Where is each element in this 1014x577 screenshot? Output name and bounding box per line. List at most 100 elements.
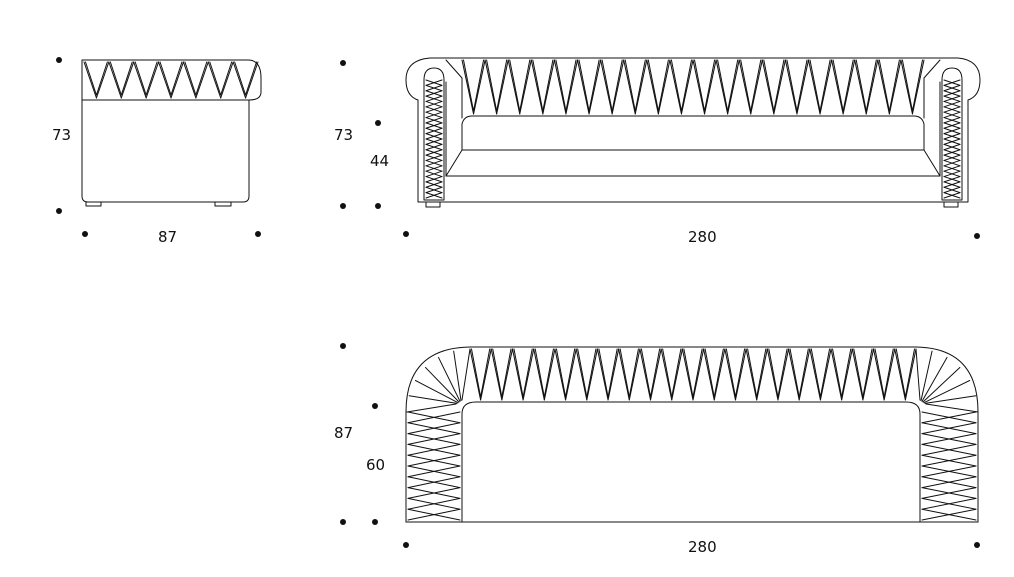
quilt-line xyxy=(425,176,443,183)
quilt-line xyxy=(704,59,717,115)
quilt-line xyxy=(533,348,545,401)
quilt-line xyxy=(507,59,521,115)
quilt-line xyxy=(407,497,461,510)
quilt-line xyxy=(923,380,971,404)
quilt-line xyxy=(921,411,977,424)
quilt-line xyxy=(554,348,567,401)
quilt-line xyxy=(883,348,894,398)
side-depth-label: 87 xyxy=(158,228,177,246)
quilt-line xyxy=(862,348,875,401)
quilt-line xyxy=(808,59,821,115)
quilt-line xyxy=(925,403,979,413)
quilt-line xyxy=(671,348,683,401)
quilt-line xyxy=(911,59,925,115)
quilt-line xyxy=(855,59,867,112)
quilt-line xyxy=(453,350,462,402)
quilt-line xyxy=(819,348,832,401)
quilt-line xyxy=(704,348,715,398)
quilt-line xyxy=(943,176,961,183)
quilt-line xyxy=(750,59,762,112)
quilt-line xyxy=(623,59,636,115)
front-view-left-arm-front xyxy=(423,67,445,201)
quilt-line xyxy=(463,59,475,112)
quilt-line xyxy=(145,61,160,99)
front-view-seat-edge-left xyxy=(445,149,463,177)
quilt-line xyxy=(669,59,682,115)
quilt-line xyxy=(874,348,885,398)
quilt-line xyxy=(943,111,961,119)
quilt-line xyxy=(170,61,184,99)
top-width-label: 280 xyxy=(688,538,717,556)
quilt-line xyxy=(182,61,197,99)
quilt-line xyxy=(640,348,652,398)
quilt-line xyxy=(662,348,673,398)
quilt-line xyxy=(788,348,800,401)
quilt-line xyxy=(694,59,706,112)
quilt-line xyxy=(683,348,694,398)
quilt-line xyxy=(943,186,961,194)
top-view-seat-outline xyxy=(461,401,921,523)
side-view-body-outline xyxy=(81,59,262,203)
quilt-line xyxy=(624,59,636,112)
quilt-line xyxy=(650,348,661,398)
quilt-line xyxy=(789,348,800,398)
quilt-line xyxy=(756,348,767,398)
quilt-line xyxy=(832,348,843,398)
quilt-line xyxy=(490,348,503,401)
quilt-line xyxy=(425,95,443,102)
quilt-line xyxy=(245,61,259,99)
quilt-line xyxy=(575,348,588,401)
quilt-line xyxy=(611,59,625,115)
quilt-line xyxy=(425,79,443,86)
quilt-line xyxy=(943,117,961,124)
quilt-line xyxy=(407,411,461,424)
quilt-line xyxy=(646,59,659,115)
quilt-line xyxy=(904,348,917,401)
quilt-line xyxy=(108,61,122,99)
quilt-line xyxy=(796,59,809,115)
quilt-line xyxy=(408,395,458,404)
quilt-line xyxy=(492,348,503,398)
quilt-line xyxy=(660,348,673,401)
quilt-line xyxy=(407,487,461,499)
quilt-line xyxy=(480,348,492,401)
quilt-line xyxy=(532,59,544,112)
quilt-line xyxy=(943,149,961,156)
quilt-line xyxy=(425,138,443,145)
quilt-line xyxy=(921,497,977,510)
quilt-line xyxy=(120,61,133,96)
quilt-line xyxy=(406,403,457,413)
quilt-line xyxy=(681,348,694,401)
quilt-line xyxy=(522,348,533,398)
quilt-line xyxy=(865,59,879,115)
quilt-line xyxy=(159,61,172,96)
front-height-label: 73 xyxy=(334,126,353,144)
quilt-line xyxy=(784,59,798,115)
dimension-marker xyxy=(403,231,409,237)
dimension-marker xyxy=(56,208,62,214)
quilt-line xyxy=(725,348,736,398)
quilt-line xyxy=(680,59,692,112)
dimension-marker xyxy=(82,231,88,237)
quilt-line xyxy=(832,59,844,112)
quilt-line xyxy=(809,348,821,401)
quilt-line xyxy=(522,348,535,401)
dimension-marker xyxy=(974,233,980,239)
quilt-line xyxy=(565,59,578,115)
quilt-line xyxy=(921,454,977,467)
quilt-line xyxy=(109,61,122,96)
dimension-marker xyxy=(340,60,346,66)
quilt-line xyxy=(555,59,567,112)
side-view-arm-quilting xyxy=(83,61,259,99)
side-view-leg-right xyxy=(214,201,232,207)
quilt-line xyxy=(519,59,531,112)
quilt-line xyxy=(922,366,961,403)
quilt-line xyxy=(657,59,669,112)
quilt-line xyxy=(530,59,544,115)
quilt-line xyxy=(921,443,977,456)
quilt-line xyxy=(133,61,147,99)
quilt-line xyxy=(724,348,736,401)
quilt-line xyxy=(145,61,158,96)
quilt-line xyxy=(943,127,961,135)
